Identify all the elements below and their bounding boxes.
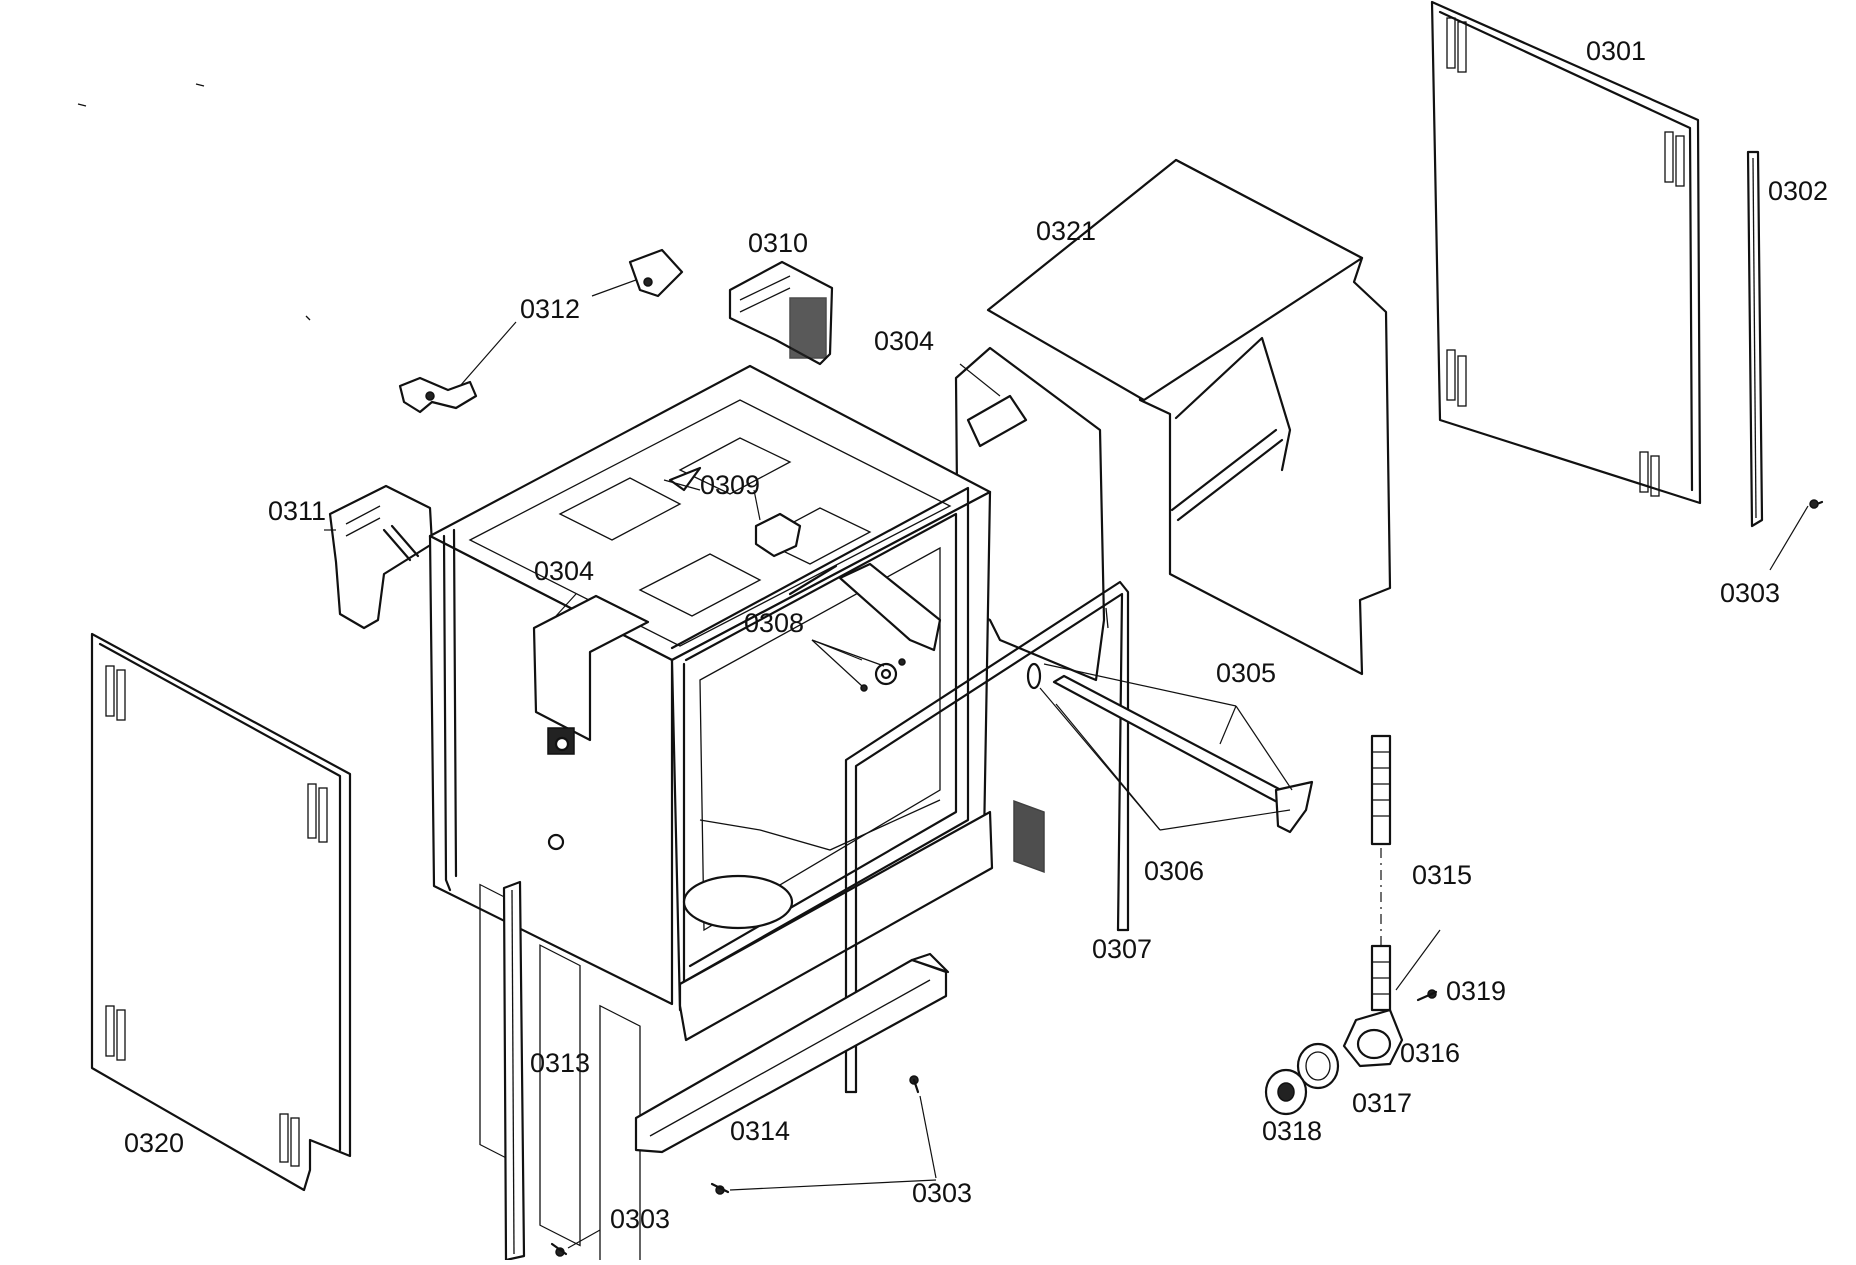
label-0301: 0301 (1586, 36, 1646, 66)
label-0305: 0305 (1216, 658, 1276, 688)
tub-assembly (428, 364, 994, 1265)
label-0317: 0317 (1352, 1088, 1412, 1118)
hinge-unit-left (328, 484, 434, 630)
left-trim-strip (502, 880, 526, 1262)
label-0318: 0318 (1262, 1116, 1322, 1146)
label-0303-right: 0303 (1720, 578, 1780, 608)
label-0309: 0309 (700, 470, 760, 500)
insulation-cover (954, 158, 1392, 874)
base-rail (634, 952, 950, 1154)
label-0304-left: 0304 (534, 556, 594, 586)
side-panel-right (1430, 0, 1702, 505)
label-0313: 0313 (530, 1048, 590, 1078)
label-0303-bottom-left: 0303 (610, 1204, 670, 1234)
drain-hose-assembly (1264, 734, 1441, 1116)
screw-bottom-center (710, 1179, 937, 1195)
trim-strip-right (1746, 150, 1764, 528)
label-0320: 0320 (124, 1128, 184, 1158)
screw-bottom-left (550, 1229, 601, 1257)
label-0311: 0311 (268, 496, 326, 526)
label-0310: 0310 (748, 228, 808, 258)
screw-bottom-mid (909, 1075, 937, 1179)
screw-right (1769, 499, 1824, 571)
hinge-unit-top (728, 260, 834, 366)
label-0304-top: 0304 (874, 326, 934, 356)
label-0315: 0315 (1412, 860, 1472, 890)
label-0312: 0312 (520, 294, 580, 324)
door-seal-rail (844, 580, 1130, 1094)
label-0314: 0314 (730, 1116, 790, 1146)
hinge-bracket-lower (398, 376, 478, 414)
label-0306: 0306 (1144, 856, 1204, 886)
label-0308: 0308 (744, 608, 804, 638)
label-0307: 0307 (1092, 934, 1152, 964)
hinge-bracket-upper (628, 248, 684, 298)
side-panel-left (90, 632, 352, 1192)
label-0319: 0319 (1446, 976, 1506, 1006)
label-0303-bottom-mid: 0303 (912, 1178, 972, 1208)
door-spring-rod (1026, 662, 1314, 834)
label-0316: 0316 (1400, 1038, 1460, 1068)
label-0302: 0302 (1768, 176, 1828, 206)
label-0321: 0321 (1036, 216, 1096, 246)
